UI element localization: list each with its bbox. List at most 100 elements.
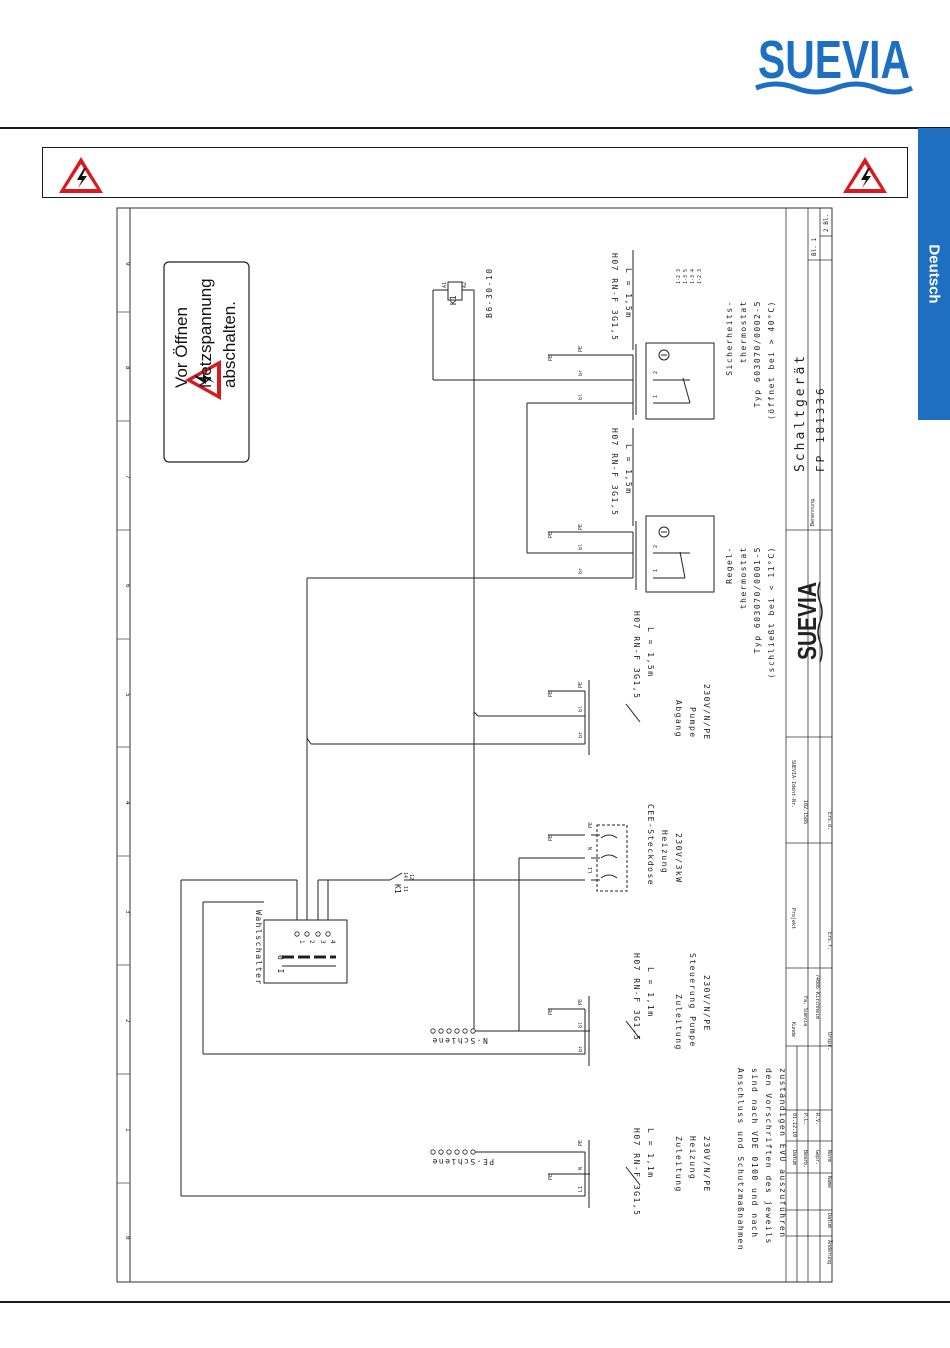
- ident-number: 102.1586: [802, 800, 808, 824]
- kunde-address: 74086 Kirchheim: [814, 974, 820, 1019]
- aenderung-col: Name: [826, 1176, 832, 1188]
- note-line: den Vorschriften des jeweils: [764, 1068, 773, 1245]
- cable-type: H07 RN-F 3G1,5: [610, 428, 619, 516]
- note-line: sind nach VDE 0100 und nach: [750, 1068, 759, 1239]
- k1-pin: 14: [402, 872, 408, 878]
- wire-label: PE: [548, 1174, 554, 1180]
- wire-label: PE: [548, 532, 554, 538]
- contact-table-entry: 1-3 5: [683, 269, 689, 284]
- sheet-number: Bl. 1: [811, 238, 818, 256]
- kunde-name: Fa. Suevia: [802, 996, 808, 1026]
- wire-label: PE: [578, 524, 584, 530]
- aenderung-col: Änderung: [826, 1240, 833, 1264]
- high-voltage-warning-icon: [843, 157, 887, 193]
- terminal-label: 2: [653, 545, 659, 548]
- wire-label: br: [578, 1046, 584, 1052]
- grid-ticks: [117, 311, 130, 1184]
- drawing-title: Schaltgerät: [793, 353, 808, 472]
- logo-text: SUEVIA: [758, 30, 910, 90]
- cable-length: L = 1,5m: [646, 627, 655, 678]
- cable-desc: Heizung: [688, 1136, 697, 1180]
- projekt-label: Projekt: [790, 908, 796, 929]
- grid-number: 2: [124, 1019, 131, 1023]
- col-value: R.V.: [814, 1113, 820, 1125]
- cable-desc: 230V/3kW: [674, 833, 683, 884]
- sign-line: Vor Öffnen: [172, 307, 191, 388]
- thermostat-descriptions: Regel- thermostat Typ 603070/0001-5 (sch…: [725, 300, 776, 679]
- language-tab[interactable]: Deutsch: [918, 128, 950, 420]
- thermostat-text: thermostat: [739, 546, 748, 609]
- cable-desc: Abgang: [674, 700, 683, 738]
- wire-label: PE: [578, 346, 584, 352]
- wire-label: PE: [548, 355, 554, 361]
- regelthermostat: 1 2: [645, 515, 715, 593]
- col-header: Bearb.: [802, 1150, 808, 1168]
- benennung-label: Benennung: [810, 499, 816, 526]
- note-line: Anschluss und Schutzmaßnahmen: [736, 1068, 745, 1251]
- grid-number: 5: [124, 693, 131, 697]
- col-header: Norm: [826, 1150, 832, 1162]
- drawing-frame: [116, 207, 833, 1283]
- wire-label: L1: [588, 867, 594, 873]
- note-line: zuständigen EVU auszuführen: [778, 1068, 787, 1239]
- n-schiene-label: N-Schiene: [431, 1036, 488, 1045]
- terminal-label: 2: [653, 371, 659, 374]
- sheet-count: 2 Bl.: [823, 214, 830, 232]
- suevia-logo: SUEVIA: [755, 30, 914, 95]
- grid-number: 4: [124, 801, 131, 805]
- wiring-lines: [180, 250, 641, 1208]
- title-block-text: Schaltgerät FP 181336 Benennung Bl. 1 2 …: [790, 214, 833, 1264]
- terminal-label: 1: [653, 395, 659, 398]
- contact-table: 1-2 3 1-3 5 1-3 4 1-2 3: [676, 269, 703, 284]
- footer-rule: [0, 1301, 950, 1303]
- grid-number: 1: [124, 1128, 131, 1132]
- ers-d-label: Ers.d.: [826, 812, 832, 830]
- cable-type: H07 RN-F 3G1,5: [632, 611, 641, 699]
- sicherheitsthermostat: 1 2: [645, 342, 715, 420]
- k1-contact: K1 14 11 12: [389, 872, 414, 894]
- pe-schiene-label: PE-Schiene: [431, 1157, 494, 1166]
- cable-desc: CEE-Steckdose: [646, 804, 655, 886]
- grid-number: 0: [124, 1236, 131, 1240]
- thermostat-text: (schließt bei < 11°C): [767, 546, 776, 679]
- wire-label: bl: [578, 706, 584, 712]
- cable-desc: Zuleitung: [674, 994, 683, 1051]
- col-header: Datum: [791, 1150, 797, 1165]
- title-block: [785, 208, 832, 1282]
- warning-sign: Vor Öffnen Netzspannung abschalten.: [163, 261, 250, 463]
- k1-contact-label: K1: [393, 884, 402, 894]
- switch-pin: 2: [308, 940, 315, 944]
- wahlschalter-label: Wahlschalter: [254, 910, 263, 986]
- cee-steckdose: PE N L1: [588, 822, 628, 892]
- wire-label: bl: [578, 544, 584, 550]
- cable-length: L = 1,5m: [624, 444, 633, 495]
- contact-table-entry: 1-2 3: [676, 269, 682, 284]
- contact-table-entry: 1-2 3: [697, 269, 703, 284]
- safety-note: Anschluss und Schutzmaßnahmen sind nach …: [736, 1068, 787, 1251]
- relay-pin: A1: [442, 282, 448, 288]
- relay-type: B6-30-10: [485, 267, 494, 318]
- suevia-logo-small: SUEVIA: [792, 582, 822, 660]
- thermostat-text: Typ 603070/0001-5: [753, 546, 762, 653]
- wire-label: PE: [588, 822, 594, 828]
- urspr-label: Urspr.: [826, 1032, 832, 1050]
- drawing-number: FP 181336: [814, 385, 827, 472]
- grid-number: 6: [124, 584, 131, 588]
- wire-label: N: [588, 847, 594, 850]
- thermostat-text: thermostat: [739, 300, 748, 363]
- relay-k1: K1 A1 A2 B6-30-10: [442, 267, 494, 318]
- svg-text:SUEVIA: SUEVIA: [792, 582, 822, 660]
- cable-length: L = 1,1m: [646, 1128, 655, 1179]
- ident-label: SUEVIA-Ident-Nr.: [790, 760, 796, 808]
- cable-desc: Steuerung Pumpe: [688, 953, 697, 1048]
- logo-wave-icon: [755, 81, 914, 95]
- relay-pin: A2: [462, 282, 468, 288]
- cable-length: L = 1,1m: [646, 967, 655, 1018]
- wire-label: PE: [548, 835, 554, 841]
- wire-label: PE: [578, 999, 584, 1005]
- wire-label: br: [578, 568, 584, 574]
- col-header: Gepr.: [814, 1150, 820, 1165]
- switch-pin: 3: [319, 940, 326, 944]
- header-rule: [0, 127, 950, 129]
